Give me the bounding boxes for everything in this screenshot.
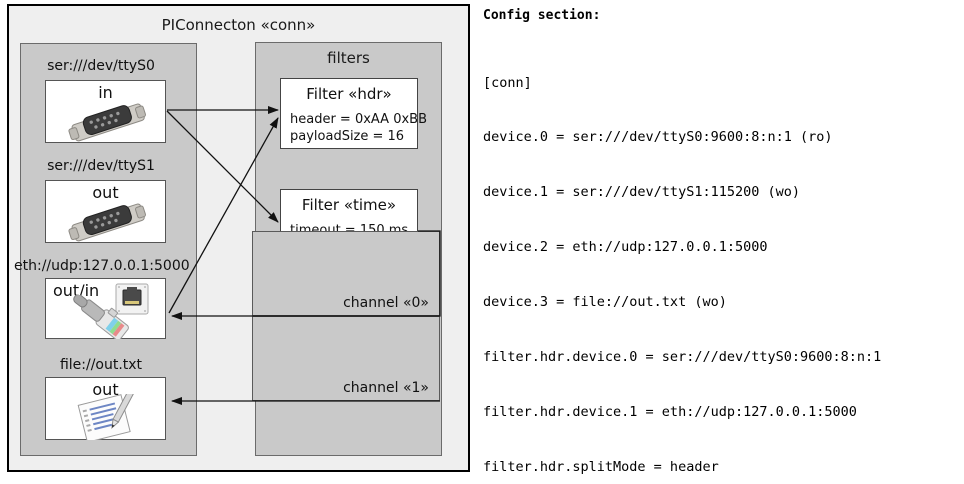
config-line: filter.hdr.device.0 = ser:///dev/ttyS0:9… [483, 349, 882, 366]
config-line: filter.hdr.splitMode = header [483, 458, 719, 475]
device-label-ttyS1: ser:///dev/ttyS1 [47, 158, 155, 174]
channel-box-1[interactable]: channel «1» [252, 316, 440, 401]
device-label-eth: eth://udp:127.0.0.1:5000 [14, 258, 190, 274]
config-line: device.2 = eth://udp:127.0.0.1:5000 [483, 239, 768, 256]
component-title: PIConnecton «conn» [161, 16, 316, 34]
serial-connector-icon [68, 203, 146, 242]
config-line: [conn] [483, 74, 532, 91]
ethernet-jack-icon [115, 283, 149, 315]
device-box-ttyS0[interactable]: in [45, 80, 166, 143]
device-box-file[interactable]: out [45, 377, 166, 440]
filter-box-hdr[interactable]: Filter «hdr» header = 0xAA 0xBB payloadS… [280, 78, 427, 149]
filter-prop: payloadSize = 16 [290, 129, 405, 144]
config-panel: Config section: [conn] device.0 = ser://… [483, 8, 961, 475]
filters-group-title: filters [327, 49, 370, 67]
device-direction-ttyS0: in [98, 83, 113, 102]
filter-title-hdr: Filter «hdr» [306, 85, 392, 103]
config-line: device.1 = ser:///dev/ttyS1:115200 (wo) [483, 184, 800, 201]
device-direction-eth: out/in [53, 281, 100, 300]
filter-prop: header = 0xAA 0xBB [290, 112, 428, 127]
channel-label-0: channel «0» [343, 295, 429, 311]
filter-props-hdr: header = 0xAA 0xBB payloadSize = 16 [290, 111, 427, 145]
config-heading: Config section: [483, 8, 601, 23]
config-lines: [conn] device.0 = ser:///dev/ttyS0:9600:… [483, 37, 961, 484]
text-file-icon [77, 394, 135, 440]
config-line: device.3 = file://out.txt (wo) [483, 294, 727, 311]
serial-connector-icon [68, 103, 146, 142]
config-line: filter.hdr.device.1 = eth://udp:127.0.0.… [483, 403, 857, 420]
filter-title-time: Filter «time» [301, 196, 397, 214]
device-label-file: file://out.txt [59, 357, 143, 373]
channel-label-1: channel «1» [343, 380, 429, 396]
device-box-ttyS1[interactable]: out [45, 180, 166, 243]
channel-box-0[interactable]: channel «0» [252, 231, 440, 316]
device-direction-file: out [92, 380, 119, 399]
ethernet-plug-icon [73, 295, 129, 339]
device-label-ttyS0: ser:///dev/ttyS0 [47, 58, 155, 74]
config-line: device.0 = ser:///dev/ttyS0:9600:8:n:1 (… [483, 129, 833, 146]
device-box-eth[interactable]: out/in [45, 278, 166, 339]
device-direction-ttyS1: out [92, 183, 119, 202]
